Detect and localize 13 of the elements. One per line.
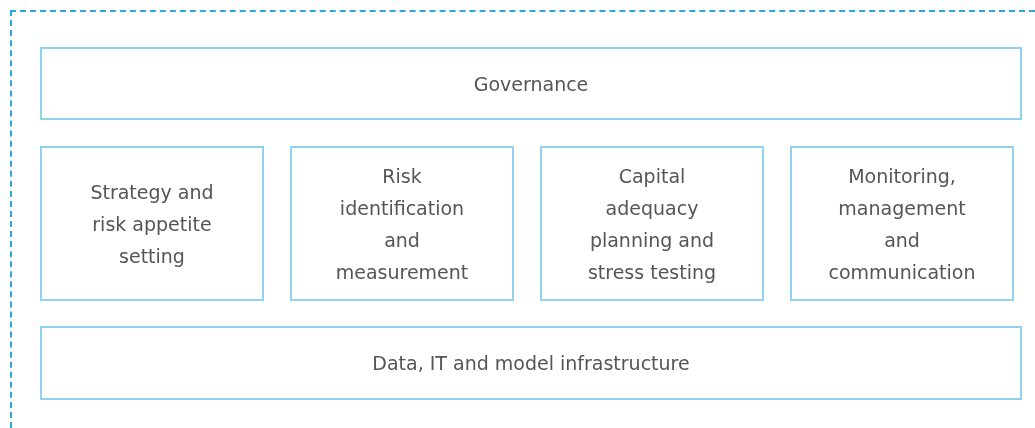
- process-box: [540, 146, 764, 301]
- box-label: Data, IT and model infrastructure: [372, 351, 690, 376]
- box-label: Monitoring, management and communication: [828, 163, 976, 285]
- process-box: [40, 146, 264, 301]
- dashed-frame: [10, 10, 1035, 428]
- process-box: [290, 146, 514, 301]
- box-label: Risk identification and measurement: [334, 163, 470, 285]
- process-box: [790, 146, 1014, 301]
- process-box: [40, 47, 1022, 120]
- box-label: Strategy and risk appetite setting: [89, 179, 215, 269]
- box-label: Governance: [473, 71, 589, 97]
- box-label: Capital adequacy planning and stress testing: [586, 163, 718, 285]
- process-box: [40, 326, 1022, 400]
